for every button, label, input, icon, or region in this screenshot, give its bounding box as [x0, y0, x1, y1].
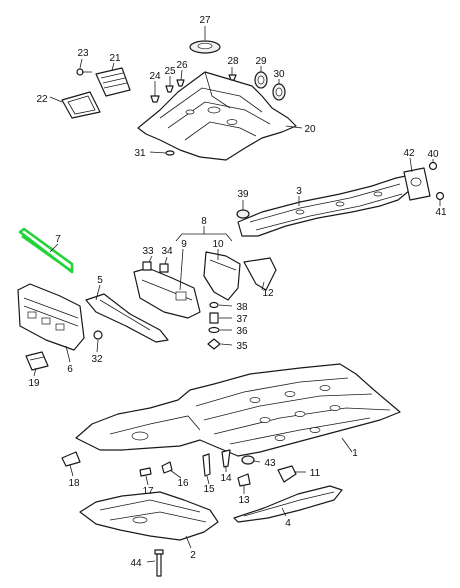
callout-labels: 27 23 21 22 24 25 26 28 29 30 20 31 3 39…	[28, 15, 447, 569]
callout-18[interactable]: 18	[68, 478, 80, 489]
part-33-nut[interactable]	[142, 261, 152, 271]
part-38-clip[interactable]	[209, 301, 219, 309]
part-43-grommet[interactable]	[241, 455, 255, 465]
leader-lines	[33, 26, 441, 563]
part-34-nut[interactable]	[159, 263, 169, 273]
callout-14[interactable]: 14	[220, 473, 232, 484]
part-4-side-skirt[interactable]	[233, 485, 343, 523]
callout-7[interactable]: 7	[55, 234, 61, 245]
callout-20[interactable]: 20	[304, 124, 316, 135]
callout-10[interactable]: 10	[212, 239, 224, 250]
callout-17[interactable]: 17	[142, 486, 154, 497]
part-36-washer[interactable]	[208, 326, 220, 334]
callout-22[interactable]: 22	[36, 94, 48, 105]
part-16-clip[interactable]	[161, 461, 173, 474]
part-21-vent-grille[interactable]	[95, 67, 131, 97]
callout-1[interactable]: 1	[352, 448, 358, 459]
callout-19[interactable]: 19	[28, 378, 40, 389]
part-18-bracket[interactable]	[61, 451, 81, 467]
part-5-cross-member[interactable]	[85, 293, 169, 343]
callout-40[interactable]: 40	[427, 149, 439, 160]
callout-34[interactable]: 34	[161, 246, 173, 257]
callout-13[interactable]: 13	[238, 495, 250, 506]
callout-11[interactable]: 11	[310, 468, 321, 479]
callout-27[interactable]: 27	[199, 15, 211, 26]
part-35-nut[interactable]	[207, 338, 221, 350]
part-26-clip[interactable]	[176, 79, 185, 87]
callout-38[interactable]: 38	[236, 302, 248, 313]
callout-42[interactable]: 42	[403, 148, 415, 159]
part-20-floor-pan[interactable]	[137, 71, 297, 161]
callout-5[interactable]: 5	[97, 275, 103, 286]
callout-23[interactable]: 23	[77, 48, 89, 59]
callout-8[interactable]: 8	[201, 216, 207, 227]
part-22-vent-frame[interactable]	[61, 91, 101, 119]
part-14-clip[interactable]	[221, 449, 231, 468]
part-29-grommet[interactable]	[254, 71, 268, 89]
part-9-inner-panel[interactable]	[133, 267, 201, 319]
part-40-nut[interactable]	[428, 161, 438, 171]
part-10-bracket-panel[interactable]	[203, 251, 241, 301]
part-28-clip[interactable]	[228, 74, 237, 81]
part-17-clip[interactable]	[139, 467, 152, 477]
callout-30[interactable]: 30	[273, 69, 285, 80]
callout-4[interactable]: 4	[285, 518, 291, 529]
callout-21[interactable]: 21	[109, 53, 121, 64]
part-3-side-member[interactable]	[237, 175, 411, 237]
part-25-clip[interactable]	[165, 85, 174, 93]
part-37-sleeve[interactable]	[209, 312, 219, 324]
part-24-plug[interactable]	[150, 95, 160, 103]
part-23-screw[interactable]	[76, 68, 92, 76]
callout-15[interactable]: 15	[203, 484, 215, 495]
part-31-plug[interactable]	[165, 150, 175, 156]
callout-32[interactable]: 32	[91, 354, 103, 365]
part-2-lower-floor-pan[interactable]	[79, 491, 219, 541]
callout-26[interactable]: 26	[176, 60, 188, 71]
callout-28[interactable]: 28	[227, 56, 239, 67]
part-42-end-plate[interactable]	[403, 167, 431, 201]
callout-3[interactable]: 3	[296, 186, 302, 197]
callout-12[interactable]: 12	[262, 288, 274, 299]
callout-29[interactable]: 29	[255, 56, 267, 67]
part-11-bracket[interactable]	[277, 465, 297, 483]
callout-36[interactable]: 36	[236, 326, 248, 337]
part-6-rear-panel[interactable]	[17, 283, 85, 351]
callout-25[interactable]: 25	[164, 66, 176, 77]
callout-44[interactable]: 44	[130, 558, 142, 569]
callout-35[interactable]: 35	[236, 341, 248, 352]
part-27-grommet[interactable]	[189, 40, 221, 54]
part-41-nut[interactable]	[435, 191, 445, 201]
callout-31[interactable]: 31	[134, 148, 146, 159]
part-39-plug[interactable]	[236, 209, 250, 219]
part-30-grommet[interactable]	[272, 83, 286, 101]
part-44-bolt[interactable]	[154, 549, 164, 577]
callout-2[interactable]: 2	[190, 550, 196, 561]
callout-39[interactable]: 39	[237, 189, 249, 200]
callout-37[interactable]: 37	[236, 314, 248, 325]
part-13-clip[interactable]	[237, 473, 251, 487]
part-19-bracket[interactable]	[25, 351, 49, 371]
callout-24[interactable]: 24	[149, 71, 161, 82]
part-1-main-floor-pan[interactable]	[75, 363, 401, 457]
callout-43[interactable]: 43	[264, 458, 276, 469]
part-12-bracket[interactable]	[243, 257, 277, 291]
callout-6[interactable]: 6	[67, 364, 73, 375]
part-32-nut[interactable]	[93, 330, 103, 340]
callout-41[interactable]: 41	[435, 207, 447, 218]
part-7-strip[interactable]	[18, 227, 74, 274]
callout-33[interactable]: 33	[142, 246, 154, 257]
callout-16[interactable]: 16	[177, 478, 189, 489]
callout-9[interactable]: 9	[181, 239, 187, 250]
part-15-hook[interactable]	[202, 453, 211, 477]
